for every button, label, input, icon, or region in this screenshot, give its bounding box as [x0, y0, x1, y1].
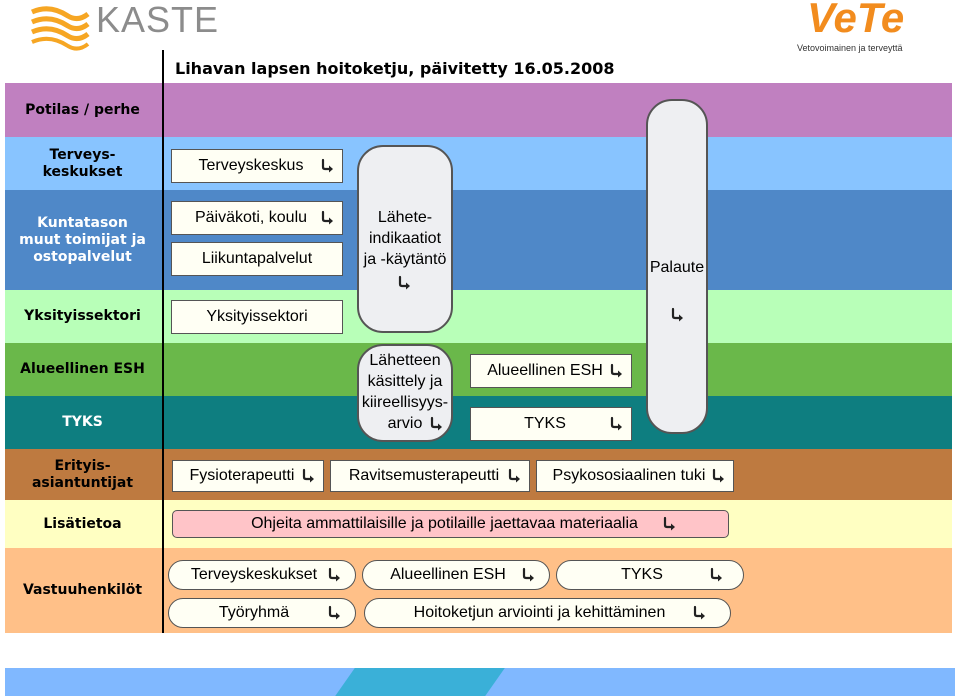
ravitsemusterapeutti-link[interactable]: Ravitsemusterapeutti [330, 460, 530, 492]
vastuu-hoitoketju-label: Hoitoketjun arviointi ja kehittäminen [413, 604, 666, 621]
row-label-potilas: Potilas / perhe [25, 101, 140, 118]
lahetteen-kasittely-link[interactable]: Lähetteen käsittely ja kiireellisyys- ar… [357, 344, 453, 442]
footer-stripe [335, 668, 505, 696]
row-label-kuntataso: Kuntatason muut toimijat ja ostopalvelut [19, 214, 146, 265]
ravitsemusterapeutti-label: Ravitsemusterapeutti [348, 467, 500, 484]
terveyskeskus-label: Terveyskeskus [198, 157, 304, 174]
liikuntapalvelut-link[interactable]: Liikuntapalvelut [171, 242, 343, 276]
row-label-erityisasiantuntijat: Erityis- asiantuntijat [31, 457, 134, 491]
tyks-link[interactable]: TYKS [470, 407, 632, 441]
vete-logo-text: VeTe [807, 0, 905, 41]
lahete-indikaatiot-label: Lähete- indikaatiot ja -käytäntö [363, 209, 447, 268]
link-arrow-icon [692, 605, 708, 621]
label-column-divider [162, 50, 164, 633]
fysioterapeutti-link[interactable]: Fysioterapeutti [172, 460, 324, 492]
vastuu-alueellinen-esh-label: Alueellinen ESH [390, 566, 506, 583]
palaute-label: Palaute [649, 259, 705, 276]
alueellinen-esh-label: Alueellinen ESH [487, 362, 603, 379]
vastuu-tyoryhma-label: Työryhmä [218, 604, 290, 621]
vastuu-terveyskeskukset-label: Terveyskeskukset [190, 566, 318, 583]
yksityissektori-link[interactable]: Yksityissektori [171, 300, 343, 334]
kaste-logo-text: KASTE [96, 0, 220, 40]
link-arrow-icon [609, 363, 625, 379]
row-label-yksityissektori: Yksityissektori [24, 308, 141, 324]
paivakoti-koulu-link[interactable]: Päiväkoti, koulu [171, 201, 343, 235]
link-arrow-icon [320, 210, 336, 226]
row-label-terveyskeskukset: Terveys- keskukset [42, 146, 123, 180]
row-label-vastuuhenkilot: Vastuuhenkilöt [22, 582, 143, 598]
footer-bar [5, 668, 955, 696]
link-arrow-icon [709, 567, 725, 583]
link-arrow-icon [711, 468, 727, 484]
vastuu-alueellinen-esh-link[interactable]: Alueellinen ESH [362, 560, 550, 590]
vastuu-tyks-label: TYKS [621, 566, 663, 583]
vastuu-tyks-link[interactable]: TYKS [556, 560, 744, 590]
link-arrow-icon [327, 567, 343, 583]
link-arrow-icon [507, 468, 523, 484]
link-arrow-icon [670, 307, 686, 323]
vete-tagline: Vetovoimainen ja terveyttä [797, 43, 903, 53]
link-arrow-icon [397, 275, 413, 291]
kaste-logo-icon [30, 6, 90, 51]
link-arrow-icon [609, 416, 625, 432]
row-label-alueellinen-esh: Alueellinen ESH [20, 361, 145, 377]
vastuu-tyoryhma-link[interactable]: Työryhmä [168, 598, 356, 628]
page-title: Lihavan lapsen hoitoketju, päivitetty 16… [175, 59, 615, 78]
paivakoti-koulu-label: Päiväkoti, koulu [194, 209, 308, 226]
kaste-logo: KASTE [30, 0, 230, 51]
link-arrow-icon [521, 567, 537, 583]
row-label-tyks: TYKS [62, 414, 103, 430]
yksityissektori-label: Yksityissektori [206, 308, 308, 325]
terveyskeskus-link[interactable]: Terveyskeskus [171, 149, 343, 183]
link-arrow-icon [327, 605, 343, 621]
lahetteen-kasittely-label: Lähetteen käsittely ja kiireellisyys- ar… [361, 352, 449, 432]
fysioterapeutti-label: Fysioterapeutti [189, 467, 295, 484]
link-arrow-icon [662, 516, 678, 532]
link-arrow-icon [301, 468, 317, 484]
vastuu-terveyskeskukset-link[interactable]: Terveyskeskukset [168, 560, 356, 590]
vastuu-hoitoketju-link[interactable]: Hoitoketjun arviointi ja kehittäminen [364, 598, 731, 628]
link-arrow-icon [429, 416, 445, 432]
psykososiaalinen-tuki-link[interactable]: Psykososiaalinen tuki [536, 460, 734, 492]
psykososiaalinen-tuki-label: Psykososiaalinen tuki [552, 467, 706, 484]
liikuntapalvelut-label: Liikuntapalvelut [201, 250, 313, 267]
vete-logo: VeTe Vetovoimainen ja terveyttä [797, 0, 957, 54]
ohjeita-materiaali-label: Ohjeita ammattilaisille ja potilaille ja… [251, 515, 638, 532]
tyks-label: TYKS [524, 415, 566, 432]
ohjeita-materiaali-link[interactable]: Ohjeita ammattilaisille ja potilaille ja… [172, 510, 729, 538]
link-arrow-icon [320, 158, 336, 174]
lahete-indikaatiot-link[interactable]: Lähete- indikaatiot ja -käytäntö [357, 145, 453, 333]
row-label-lisatietoa: Lisätietoa [43, 515, 122, 532]
alueellinen-esh-link[interactable]: Alueellinen ESH [470, 354, 632, 388]
palaute-link[interactable]: Palaute [646, 99, 708, 434]
